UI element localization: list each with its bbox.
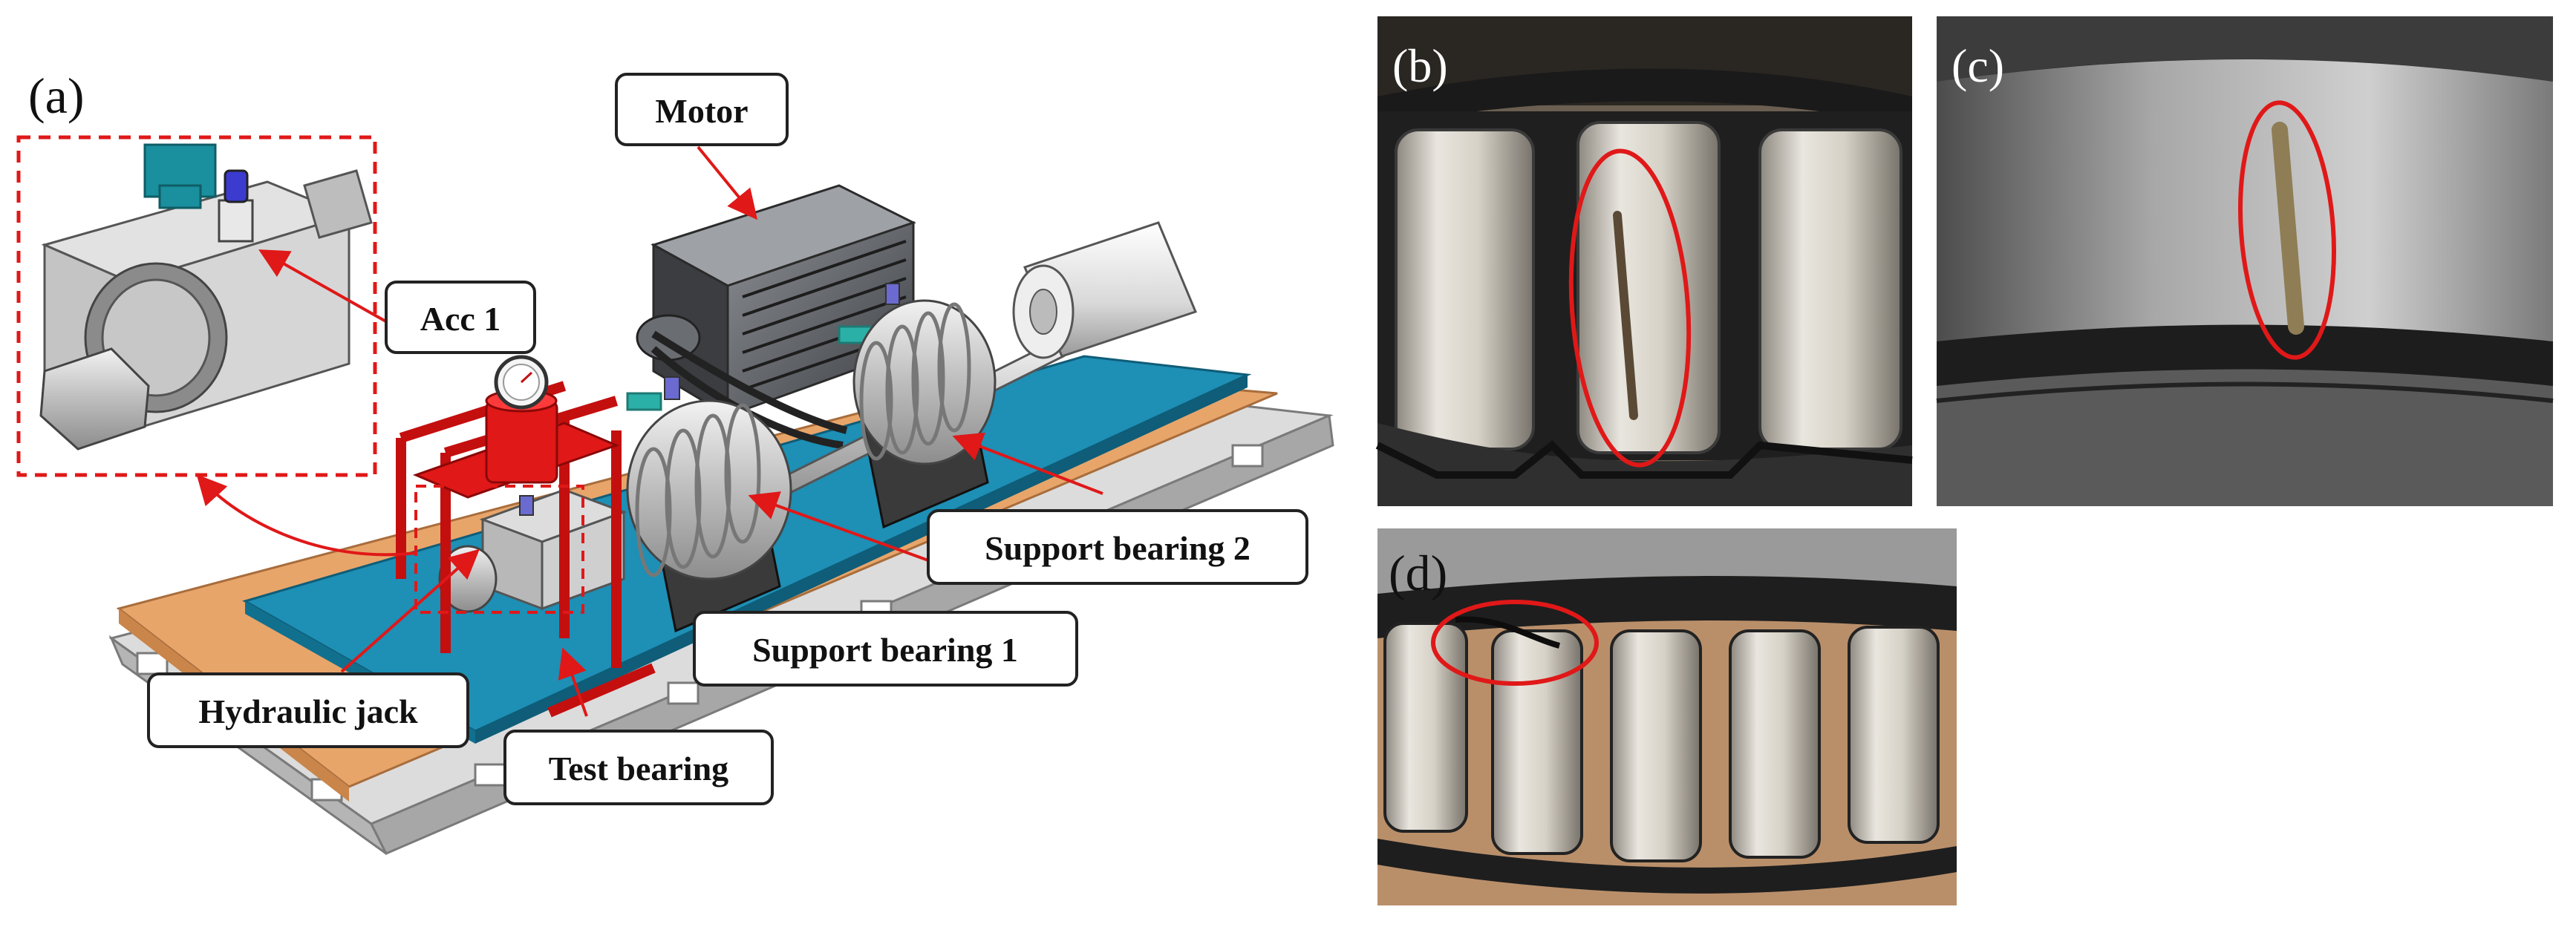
teal-block (626, 392, 662, 411)
callout-acc1: Acc 1 (385, 281, 536, 354)
motor-icon (636, 184, 916, 418)
callout-test-bearing: Test bearing (503, 730, 774, 805)
load-cylinder (1012, 221, 1198, 359)
panel-letter-c: (c) (1951, 39, 2004, 92)
callout-support-bearing-1: Support bearing 1 (693, 611, 1078, 687)
callout-hydraulic-jack-label: Hydraulic jack (198, 692, 418, 730)
panel-b-photo: (b) (1375, 16, 1913, 506)
test-bearing-highlight (414, 485, 584, 614)
support-bearing-2-housing (852, 283, 997, 529)
panel-letter-d: (d) (1389, 545, 1447, 601)
panel-d-photo: (d) (1377, 528, 1957, 905)
defect-highlight-b (1568, 148, 1692, 468)
red-arrows (196, 145, 1103, 717)
callout-support-bearing-1-label: Support bearing 1 (752, 631, 1018, 669)
accelerometer-icon (218, 169, 254, 243)
pressure-gauge-icon (494, 355, 549, 410)
panel-a: (a) Motor Acc 1 Support bearing 2 Suppor… (16, 68, 1334, 855)
callout-motor: Motor (615, 73, 789, 146)
defect-highlight-c (2237, 100, 2337, 360)
panel-c-photo: (c) (1936, 16, 2554, 506)
callout-support-bearing-2-label: Support bearing 2 (985, 529, 1250, 567)
inset-test-bearing (16, 135, 377, 477)
callout-support-bearing-2: Support bearing 2 (927, 509, 1308, 585)
panel-letter-b: (b) (1392, 39, 1448, 92)
defect-highlight-d (1431, 600, 1599, 686)
panel-letter-a: (a) (28, 68, 84, 124)
callout-acc1-label: Acc 1 (420, 300, 501, 338)
callout-hydraulic-jack: Hydraulic jack (147, 672, 469, 748)
callout-test-bearing-label: Test bearing (549, 750, 728, 787)
callout-motor-label: Motor (655, 92, 748, 130)
